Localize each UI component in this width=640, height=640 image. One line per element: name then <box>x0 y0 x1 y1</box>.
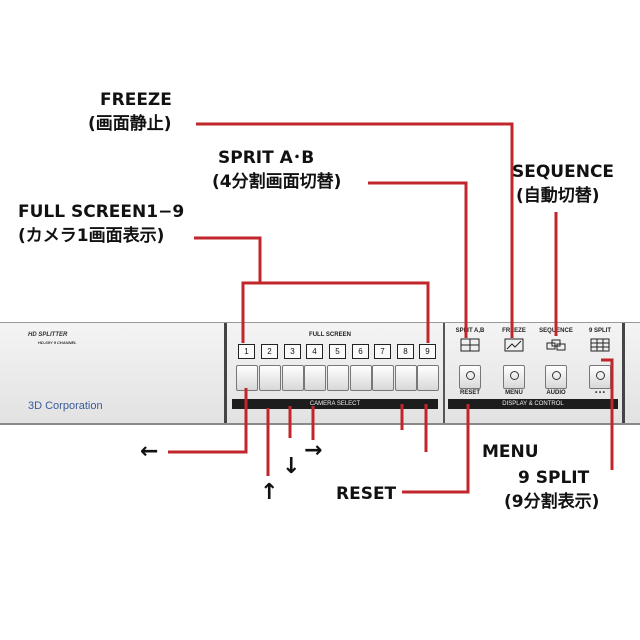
freeze-icon <box>504 338 524 352</box>
callout-nine-split: 9 SPLIT (9分割表示) <box>504 466 599 514</box>
camera-button-4[interactable] <box>304 365 326 391</box>
channel-4-number[interactable]: 4 <box>306 344 323 359</box>
split-nine-icon <box>590 338 610 352</box>
brand-logo: 3D Corporation <box>28 400 103 412</box>
menu-button[interactable] <box>503 365 525 389</box>
leader-full-screen-bracket <box>241 281 430 343</box>
channel-5-number[interactable]: 5 <box>329 344 346 359</box>
leader-split-ab <box>368 181 468 338</box>
callout-full-screen: FULL SCREEN1−9 (カメラ1画面表示) <box>18 200 184 248</box>
leader-reset <box>402 404 470 494</box>
callout-menu: MENU <box>482 440 539 464</box>
arrow-left-glyph: ← <box>140 439 159 464</box>
panel-divider-left <box>224 323 227 423</box>
camera-select-strip: CAMERA SELECT <box>232 399 438 409</box>
channel-9-number[interactable]: 9 <box>419 344 436 359</box>
arrow-up-glyph: ↑ <box>260 480 279 505</box>
device-model-sub: HD-S9Y 9 CHANNEL <box>38 340 77 345</box>
camera-button-2[interactable] <box>259 365 281 391</box>
callout-freeze-sub: (画面静止) <box>88 114 172 134</box>
callout-full-screen-sub: (カメラ1画面表示) <box>18 226 165 246</box>
leader-arrow-left <box>168 388 248 454</box>
menu-bottom-label: MENU <box>505 390 523 396</box>
reset-bottom-label: RESET <box>459 390 480 396</box>
callout-sequence-title: SEQUENCE <box>512 162 615 182</box>
callout-reset-title: RESET <box>336 484 397 504</box>
callout-split-ab: SPRIT A･B (4分割画面切替) <box>212 146 341 194</box>
callout-nine-split-sub: (9分割表示) <box>504 492 600 512</box>
arrow-down-glyph: ↓ <box>282 454 301 479</box>
callout-reset: RESET <box>336 482 396 506</box>
callout-freeze-title: FREEZE <box>100 90 172 110</box>
callout-sequence: SEQUENCE (自動切替) <box>512 160 614 208</box>
display-control-label: DISPLAY & CONTROL <box>502 401 564 407</box>
camera-button-9[interactable] <box>417 365 439 391</box>
channel-2-number[interactable]: 2 <box>261 344 278 359</box>
callout-split-ab-sub: (4分割画面切替) <box>212 172 342 192</box>
arrow-right-glyph: → <box>304 438 323 463</box>
callout-full-screen-title: FULL SCREEN1−9 <box>18 202 185 222</box>
callout-split-ab-title: SPRIT A･B <box>218 148 315 168</box>
channel-1-number[interactable]: 1 <box>238 344 255 359</box>
display-control-strip: DISPLAY & CONTROL <box>448 399 618 409</box>
freeze-top-label: FREEZE <box>502 328 526 334</box>
audio-bottom-label: AUDIO <box>546 390 566 396</box>
camera-select-label: CAMERA SELECT <box>309 401 361 407</box>
camera-button-6[interactable] <box>350 365 372 391</box>
callout-nine-split-title: 9 SPLIT <box>518 468 590 488</box>
channel-7-number[interactable]: 7 <box>374 344 391 359</box>
channel-8-number[interactable]: 8 <box>397 344 414 359</box>
full-screen-label: FULL SCREEN <box>309 332 351 338</box>
leader-nine-split <box>601 358 614 470</box>
leader-full-screen <box>194 236 262 283</box>
channel-3-number[interactable]: 3 <box>284 344 301 359</box>
camera-button-7[interactable] <box>372 365 394 391</box>
device-model: HD SPLITTER <box>28 332 68 338</box>
camera-button-8[interactable] <box>395 365 417 391</box>
camera-button-5[interactable] <box>327 365 349 391</box>
panel-divider-right <box>622 323 625 423</box>
callout-sequence-sub: (自動切替) <box>516 186 600 206</box>
channel-6-number[interactable]: 6 <box>352 344 369 359</box>
nine-split-top-label: 9 SPLIT <box>588 328 611 334</box>
dots-bottom-label: • • • <box>595 390 605 396</box>
split-four-icon <box>460 338 480 352</box>
panel-divider-mid <box>443 323 445 423</box>
leader-freeze <box>196 122 514 338</box>
split-ab-top-label: SPLIT A,B <box>455 328 485 334</box>
audio-button[interactable] <box>545 365 567 389</box>
sequence-icon <box>546 339 566 351</box>
callout-freeze: FREEZE (画面静止) <box>88 88 172 136</box>
callout-menu-title: MENU <box>482 442 539 462</box>
reset-button[interactable] <box>459 365 481 389</box>
camera-button-3[interactable] <box>282 365 304 391</box>
